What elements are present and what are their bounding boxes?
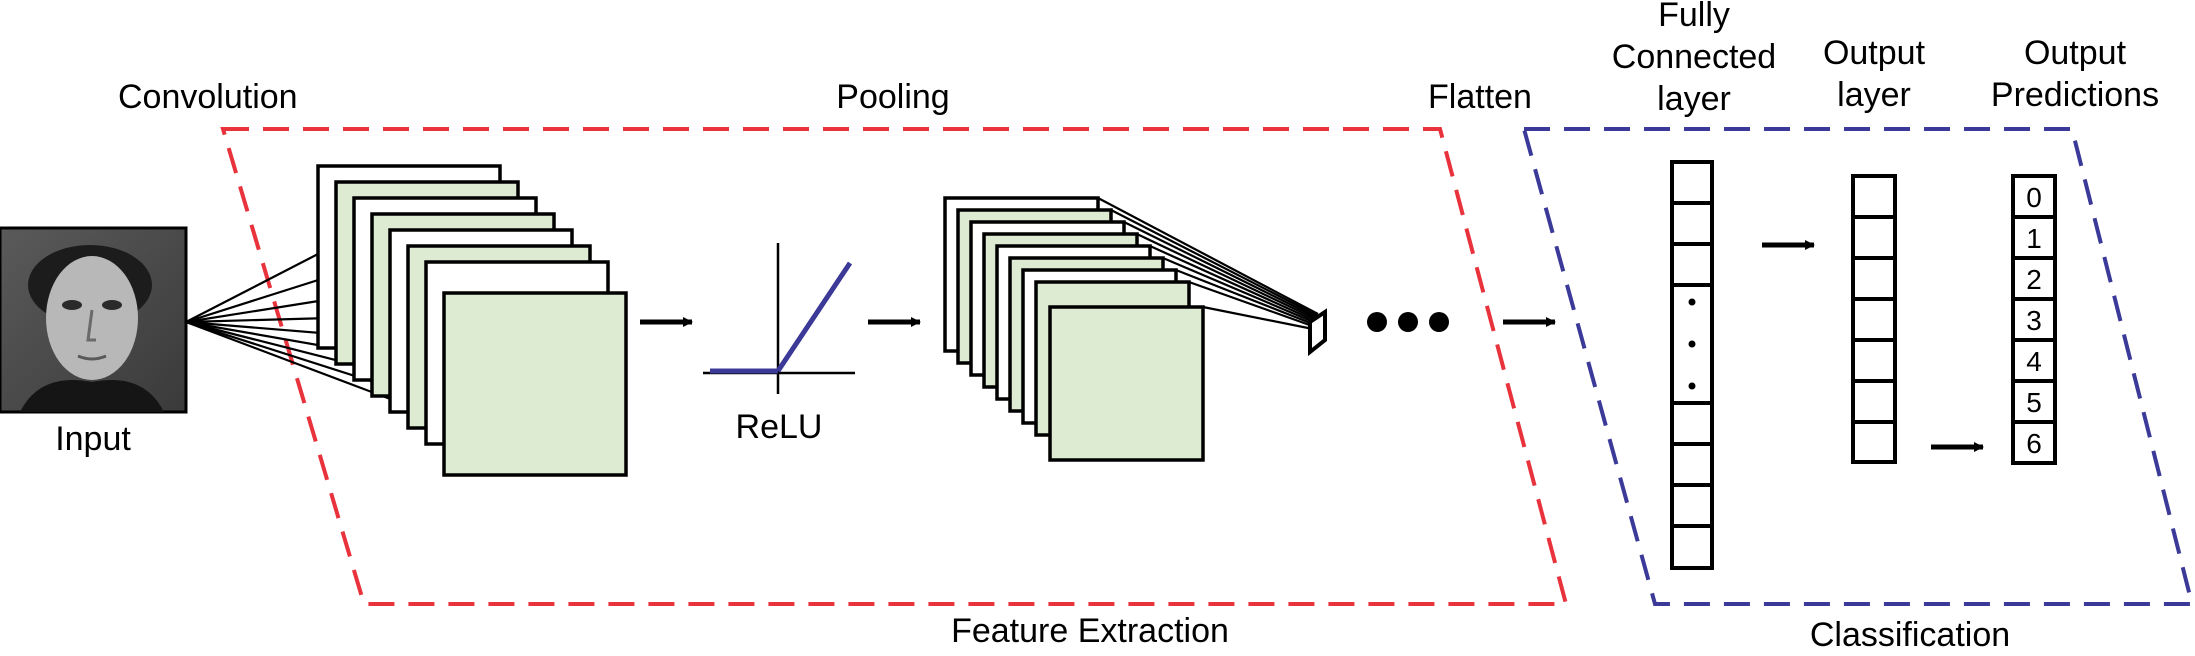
pooling-label: Pooling bbox=[836, 78, 950, 116]
classification-label: Classification bbox=[1809, 616, 2011, 654]
ellipsis-dots bbox=[1367, 312, 1449, 332]
feature-extraction-region bbox=[220, 127, 1569, 606]
relu-graph bbox=[703, 243, 855, 394]
fc-vertical-ellipsis bbox=[1688, 298, 1696, 390]
output-class-label: 0 bbox=[2026, 182, 2042, 213]
input-image bbox=[0, 226, 188, 414]
relu-label: ReLU bbox=[735, 408, 823, 446]
flatten-label: Flatten bbox=[1428, 78, 1532, 116]
convolution-label: Convolution bbox=[118, 78, 298, 116]
output-class-label: 1 bbox=[2026, 223, 2042, 254]
output-class-label: 2 bbox=[2026, 264, 2042, 295]
fully-connected-label: Fully Connected layer bbox=[1611, 0, 1777, 118]
output-layer-column bbox=[1851, 174, 1897, 464]
input-label: Input bbox=[55, 420, 131, 458]
output-predictions-column bbox=[2011, 174, 2057, 465]
output-class-label: 6 bbox=[2026, 428, 2042, 459]
output-class-label: 3 bbox=[2026, 305, 2042, 336]
output-class-labels: 0 1 2 3 4 5 6 bbox=[2026, 182, 2042, 459]
output-class-label: 5 bbox=[2026, 387, 2042, 418]
output-predictions-label: Output Predictions bbox=[1990, 34, 2160, 114]
classification-region bbox=[1521, 127, 2195, 606]
fully-connected-layer-column bbox=[1670, 160, 1714, 570]
pooling-feature-maps bbox=[943, 196, 1205, 462]
convolution-feature-maps bbox=[316, 164, 628, 477]
flattened-vector-shape bbox=[1308, 308, 1327, 357]
feature-extraction-label: Feature Extraction bbox=[951, 612, 1229, 650]
output-layer-label: Output layer bbox=[1822, 34, 1926, 114]
output-class-label: 4 bbox=[2026, 346, 2042, 377]
pooling-to-flatten-connections bbox=[1097, 197, 1319, 332]
